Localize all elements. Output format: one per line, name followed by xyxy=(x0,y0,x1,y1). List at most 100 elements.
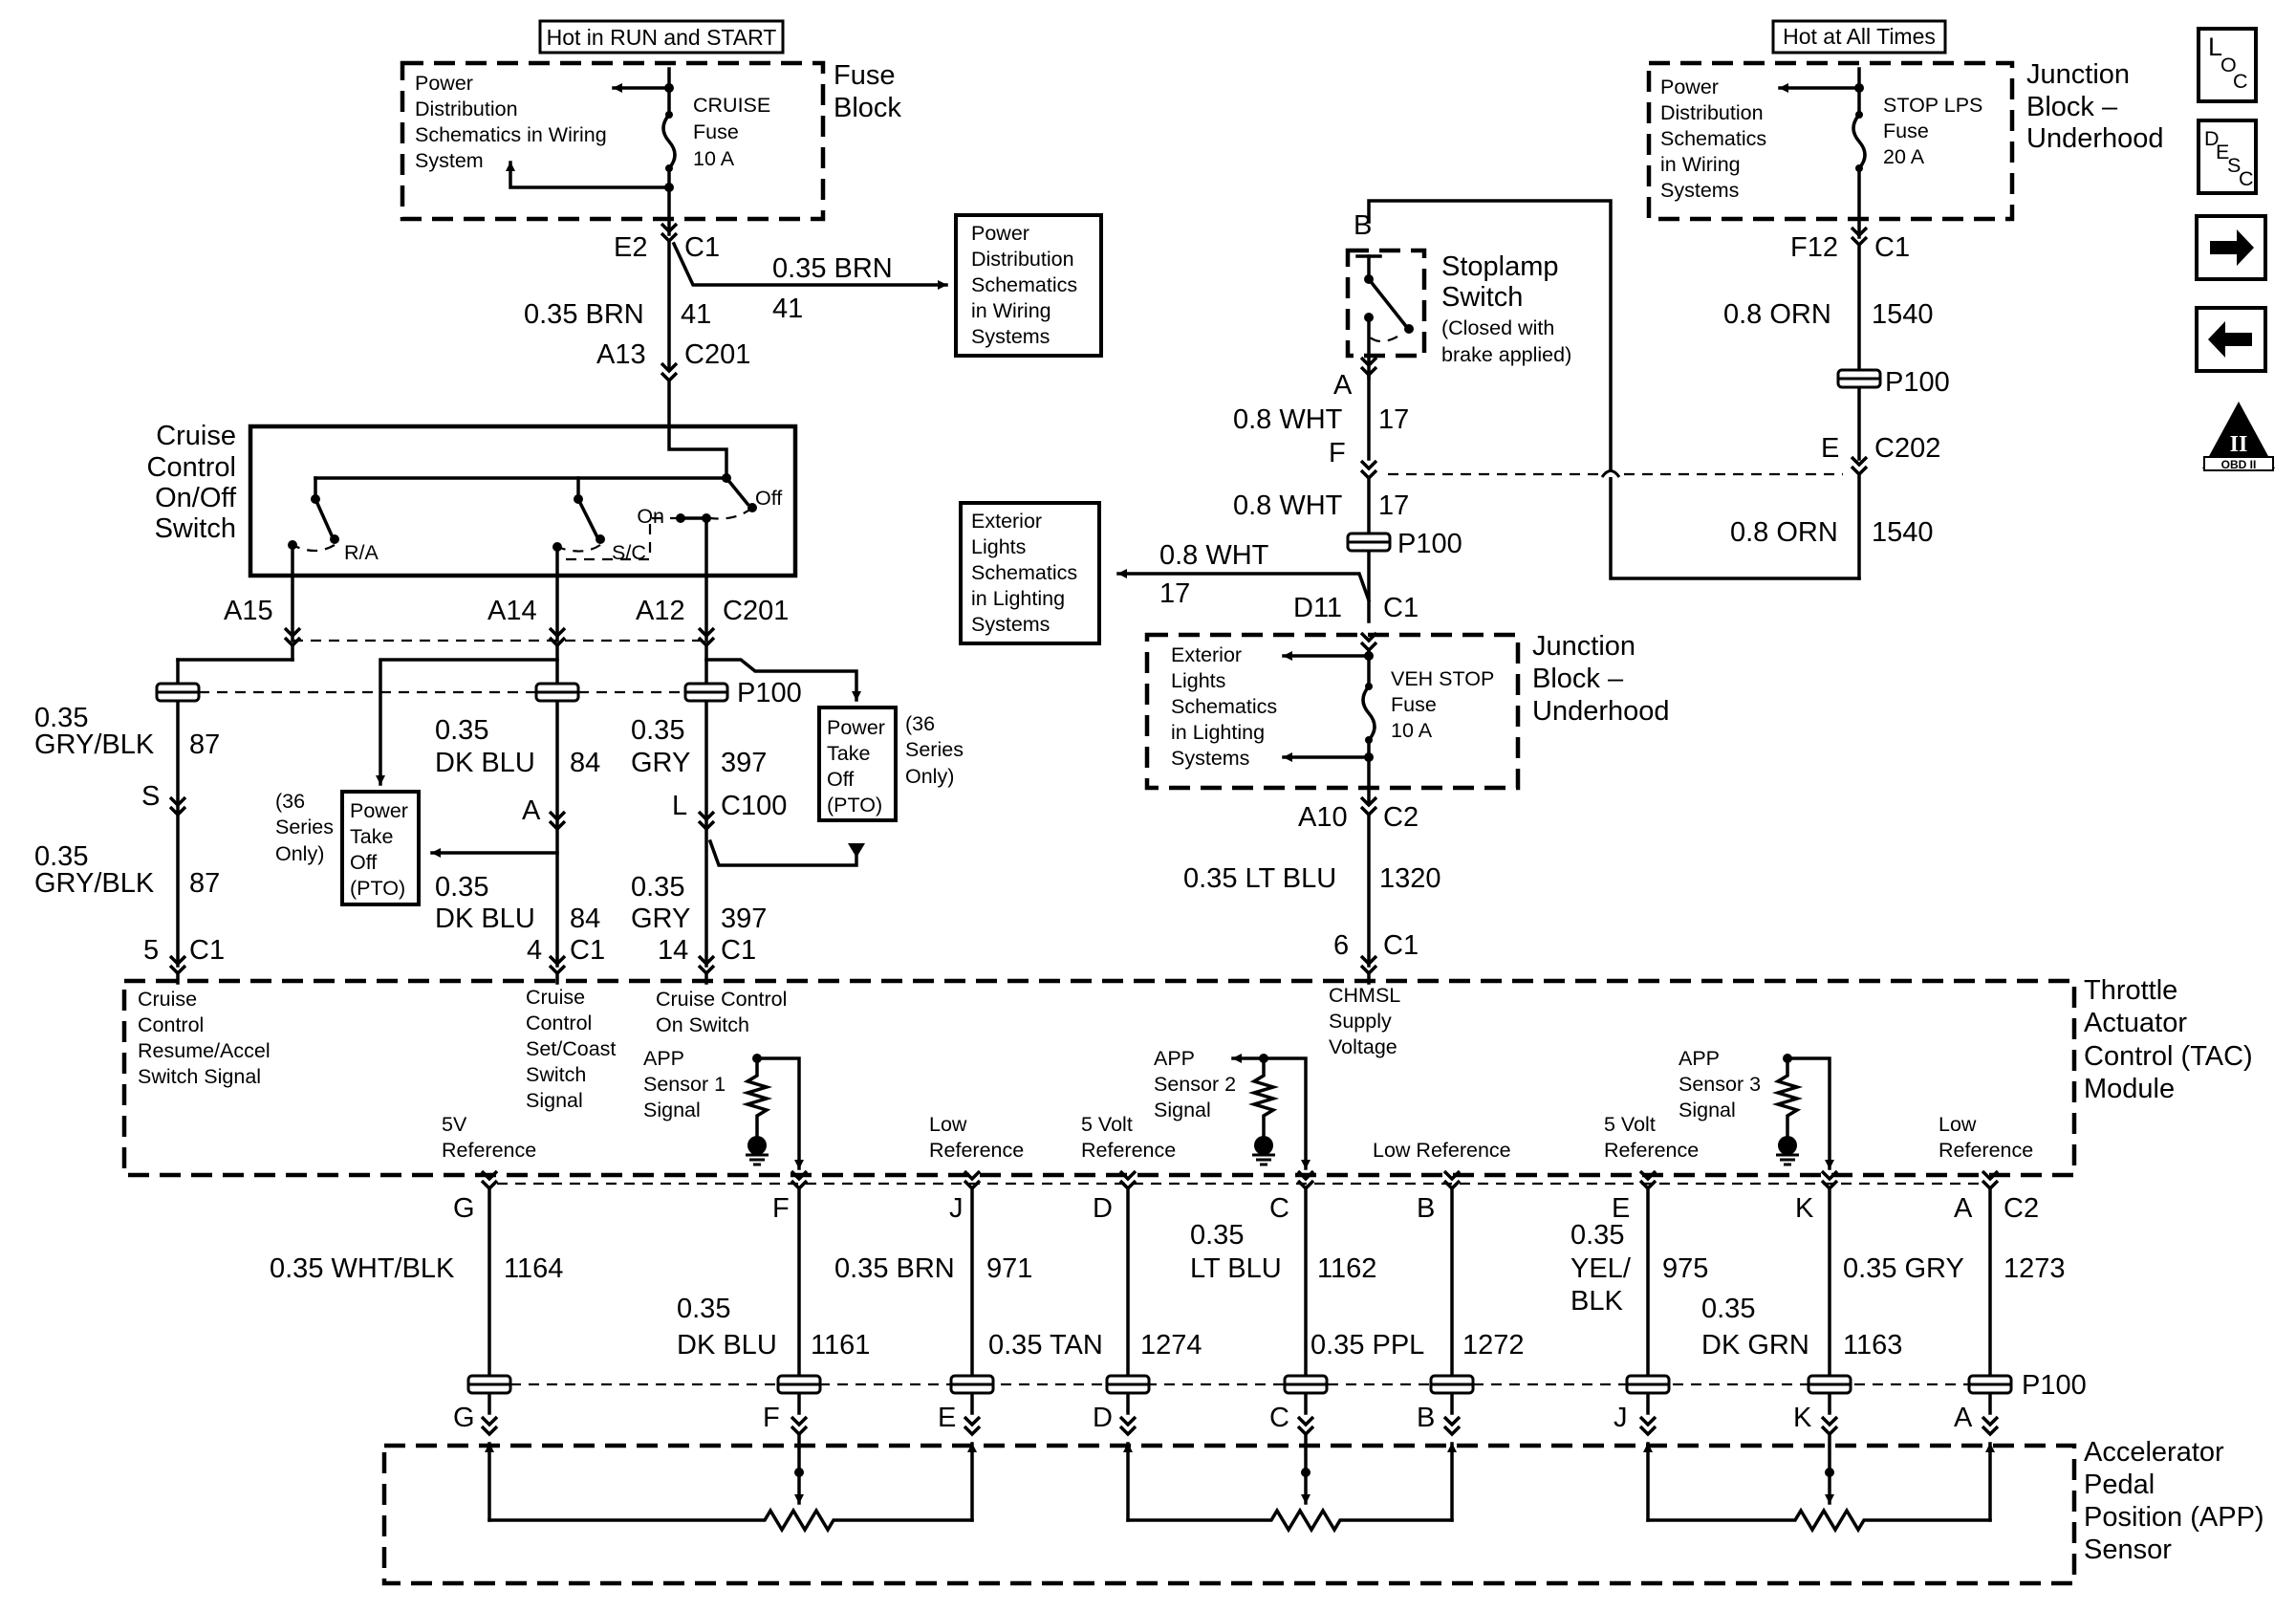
app2-pullup-icon xyxy=(1231,1054,1310,1170)
svg-text:D: D xyxy=(1093,1403,1113,1433)
svg-text:0.35 PPL: 0.35 PPL xyxy=(1310,1330,1424,1361)
svg-text:(36: (36 xyxy=(905,712,935,735)
svg-text:Schematics: Schematics xyxy=(971,561,1077,584)
svg-text:in Lighting: in Lighting xyxy=(971,587,1065,610)
svg-text:Take: Take xyxy=(350,825,393,848)
svg-text:Systems: Systems xyxy=(1171,747,1249,770)
svg-text:14: 14 xyxy=(658,935,688,966)
svg-text:5: 5 xyxy=(143,935,159,966)
arrow-left-icon[interactable] xyxy=(2195,306,2267,373)
svg-text:Schematics: Schematics xyxy=(1660,127,1766,150)
svg-text:0.35 LT BLU: 0.35 LT BLU xyxy=(1183,863,1336,894)
app-sensor-title: Accelerator Pedal Position (APP) Sensor xyxy=(2084,1437,2264,1565)
svg-text:CRUISE: CRUISE xyxy=(693,94,770,117)
svg-text:C100: C100 xyxy=(721,791,787,821)
svg-text:DK GRN: DK GRN xyxy=(1701,1330,1809,1361)
svg-text:A: A xyxy=(1954,1403,1973,1433)
tac-module-title: Throttle Actuator Control (TAC) Module xyxy=(2084,975,2253,1104)
svg-text:84: 84 xyxy=(570,748,600,778)
svg-text:Fuse: Fuse xyxy=(1391,693,1437,716)
svg-text:Switch: Switch xyxy=(1441,282,1523,313)
svg-text:0.35: 0.35 xyxy=(435,872,488,903)
svg-text:Set/Coast: Set/Coast xyxy=(526,1037,616,1060)
svg-text:F12: F12 xyxy=(1790,232,1838,263)
cruise-switch-title: Cruise Control On/Off Switch xyxy=(147,421,237,544)
app1-pullup-icon xyxy=(741,1054,804,1170)
desc-icon[interactable]: D E S C xyxy=(2197,119,2258,195)
wire-label-brn-upper: 0.35 BRN xyxy=(772,253,893,284)
svg-text:Sensor 3: Sensor 3 xyxy=(1679,1073,1761,1096)
fuse-block-title-1: Fuse xyxy=(834,60,895,91)
svg-text:E: E xyxy=(2216,141,2229,163)
svg-text:Actuator: Actuator xyxy=(2084,1008,2187,1038)
svg-text:Only): Only) xyxy=(275,842,324,865)
conn-a15: A15 xyxy=(224,596,273,626)
potentiometer-2-icon xyxy=(1123,1432,1457,1534)
svg-text:Throttle: Throttle xyxy=(2084,975,2177,1006)
svg-text:Distribution: Distribution xyxy=(971,248,1074,271)
svg-text:VEH STOP: VEH STOP xyxy=(1391,667,1494,690)
power-dist-ref-3[interactable]: Power Distribution Schematics in Wiring … xyxy=(1660,76,1766,202)
svg-text:C1: C1 xyxy=(1383,930,1419,961)
pto-box-left[interactable] xyxy=(340,790,421,906)
svg-text:Switch: Switch xyxy=(155,513,236,544)
stop-lps-fuse-icon xyxy=(1778,67,1867,239)
hot-at-all-times-box: Hot at All Times xyxy=(1771,19,1947,54)
svg-text:DK BLU: DK BLU xyxy=(677,1330,777,1361)
svg-text:0.35: 0.35 xyxy=(1701,1294,1755,1324)
svg-text:0.35 WHT/BLK: 0.35 WHT/BLK xyxy=(270,1253,455,1284)
junction-block-mid-box xyxy=(1144,632,1521,791)
svg-text:0.8 ORN: 0.8 ORN xyxy=(1730,517,1838,548)
svg-text:0.35 BRN: 0.35 BRN xyxy=(834,1253,955,1284)
svg-text:Off: Off xyxy=(350,851,377,874)
obd-ii-icon[interactable]: II OBD II xyxy=(2202,402,2275,471)
svg-text:Reference: Reference xyxy=(929,1139,1024,1162)
power-dist-box-2[interactable] xyxy=(954,213,1103,358)
svg-text:APP: APP xyxy=(1679,1047,1720,1070)
svg-text:Lights: Lights xyxy=(1171,669,1225,692)
fuse-block-box xyxy=(400,60,826,222)
svg-text:0.35 GRY: 0.35 GRY xyxy=(1843,1253,1964,1284)
svg-text:0.8 WHT: 0.8 WHT xyxy=(1159,540,1269,571)
svg-text:0.35: 0.35 xyxy=(34,841,88,872)
svg-text:Power: Power xyxy=(1660,76,1719,98)
svg-text:Series: Series xyxy=(275,816,334,838)
svg-text:6: 6 xyxy=(1333,930,1349,961)
conn-c201-upper: C201 xyxy=(684,339,750,370)
svg-text:Off: Off xyxy=(755,487,782,510)
svg-text:971: 971 xyxy=(986,1253,1032,1284)
svg-text:brake applied): brake applied) xyxy=(1441,343,1571,366)
svg-text:1163: 1163 xyxy=(1843,1330,1902,1361)
svg-text:17: 17 xyxy=(1159,578,1190,609)
pto-box-right[interactable] xyxy=(817,706,898,822)
svg-text:J: J xyxy=(949,1193,964,1224)
svg-text:C1: C1 xyxy=(1383,593,1419,623)
stoplamp-pin-b: B xyxy=(1354,210,1372,241)
svg-text:K: K xyxy=(1795,1193,1814,1224)
svg-text:DK BLU: DK BLU xyxy=(435,748,535,778)
wire-num-41: 41 xyxy=(681,299,711,330)
svg-text:P100: P100 xyxy=(1397,529,1462,559)
conn-s: S xyxy=(141,781,160,812)
svg-text:GRY: GRY xyxy=(631,748,690,778)
svg-text:A: A xyxy=(1333,370,1353,401)
hot-in-run-label-box: Hot in RUN and START xyxy=(538,19,785,54)
power-dist-ref-1[interactable]: Power Distribution Schematics in Wiring … xyxy=(415,72,607,172)
svg-text:5V: 5V xyxy=(442,1113,467,1136)
svg-text:On: On xyxy=(637,505,664,528)
svg-text:Pedal: Pedal xyxy=(2084,1469,2155,1500)
svg-text:Reference: Reference xyxy=(1081,1139,1176,1162)
svg-text:YEL/: YEL/ xyxy=(1570,1253,1632,1284)
svg-text:On/Off: On/Off xyxy=(155,483,237,513)
svg-text:On Switch: On Switch xyxy=(656,1013,749,1036)
svg-text:Stoplamp: Stoplamp xyxy=(1441,251,1559,282)
svg-text:Control: Control xyxy=(138,1013,204,1036)
exterior-lights-box[interactable] xyxy=(959,501,1101,645)
svg-text:Cruise: Cruise xyxy=(526,986,585,1009)
svg-text:C: C xyxy=(2233,70,2248,93)
svg-text:Distribution: Distribution xyxy=(1660,101,1764,124)
loc-icon[interactable]: L O C xyxy=(2197,27,2258,103)
arrow-right-icon[interactable] xyxy=(2195,214,2267,281)
svg-text:Fuse: Fuse xyxy=(1883,120,1929,142)
